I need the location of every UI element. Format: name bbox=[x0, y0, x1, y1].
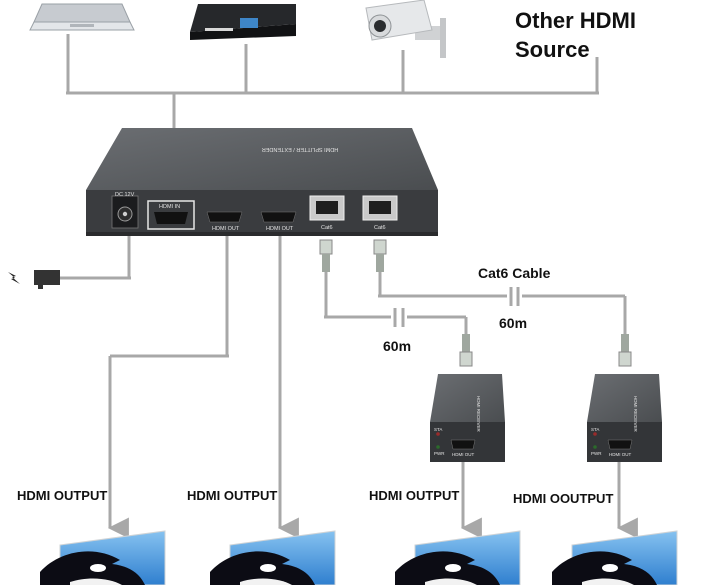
cat6-port-label-1: Cat6 bbox=[321, 225, 333, 231]
source-title-line-1: Other HDMI bbox=[515, 6, 636, 35]
hdmi-out-label-2: HDMI OUT bbox=[266, 226, 294, 232]
rj45-connectors bbox=[320, 240, 631, 366]
hdmi-in-label: HDMI IN bbox=[159, 204, 180, 210]
receiver-2-pwr-label: PWR bbox=[591, 451, 602, 456]
display-monitor-icon bbox=[210, 531, 335, 585]
source-title-line-2: Source bbox=[515, 35, 636, 64]
receiver-1-pwr-label: PWR bbox=[434, 451, 445, 456]
security-camera-icon bbox=[366, 0, 446, 58]
cat6-port-1 bbox=[310, 196, 344, 220]
receiver-1-top-label: HDMI RECEIVER bbox=[476, 396, 481, 433]
hdmi-output-lines bbox=[110, 236, 280, 528]
hdmi-out-port-2 bbox=[261, 212, 296, 222]
cat6-port-2 bbox=[363, 196, 397, 220]
hdmi-out-port-1 bbox=[207, 212, 242, 222]
cat6-cable-label: Cat6 Cable bbox=[478, 265, 550, 281]
hdmi-receiver-2 bbox=[587, 374, 662, 462]
receiver-1-hdmi-out-label: HDMI OUT bbox=[452, 452, 474, 457]
output-label-2: HDMI OUTPUT bbox=[187, 488, 277, 503]
distance-label-upper: 60m bbox=[499, 315, 527, 331]
display-monitor-icon bbox=[395, 531, 520, 585]
hdmi-out-label-1: HDMI OUT bbox=[212, 226, 240, 232]
cat6-port-label-2: Cat6 bbox=[374, 225, 386, 231]
distance-label-lower: 60m bbox=[383, 338, 411, 354]
laptop-icon bbox=[30, 4, 134, 30]
cat6-cables bbox=[324, 270, 625, 340]
output-label-3: HDMI OUTPUT bbox=[369, 488, 459, 503]
display-monitor-icon bbox=[552, 531, 677, 585]
output-label-1: HDMI OUTPUT bbox=[17, 488, 107, 503]
splitter-top-label: HDMI SPLITTER / EXTENDER bbox=[262, 146, 338, 152]
source-title: Other HDMI Source bbox=[515, 6, 636, 64]
receiver-1-sta-label: STA bbox=[434, 427, 442, 432]
receiver-2-hdmi-out-label: HDMI OUT bbox=[609, 452, 631, 457]
display-monitor-icon bbox=[40, 531, 165, 585]
hdmi-receiver-1 bbox=[430, 374, 505, 462]
output-label-4: HDMI OOUTPUT bbox=[513, 491, 613, 506]
receiver-2-top-label: HDMI RECEIVER bbox=[633, 396, 638, 433]
power-adapter-icon bbox=[8, 236, 131, 289]
bluray-player-icon bbox=[190, 4, 296, 40]
dc-power-port bbox=[112, 196, 138, 228]
receiver-2-sta-label: STA bbox=[591, 427, 599, 432]
hdmi-splitter-device bbox=[86, 128, 438, 236]
dc-label: DC 12V bbox=[115, 192, 135, 198]
